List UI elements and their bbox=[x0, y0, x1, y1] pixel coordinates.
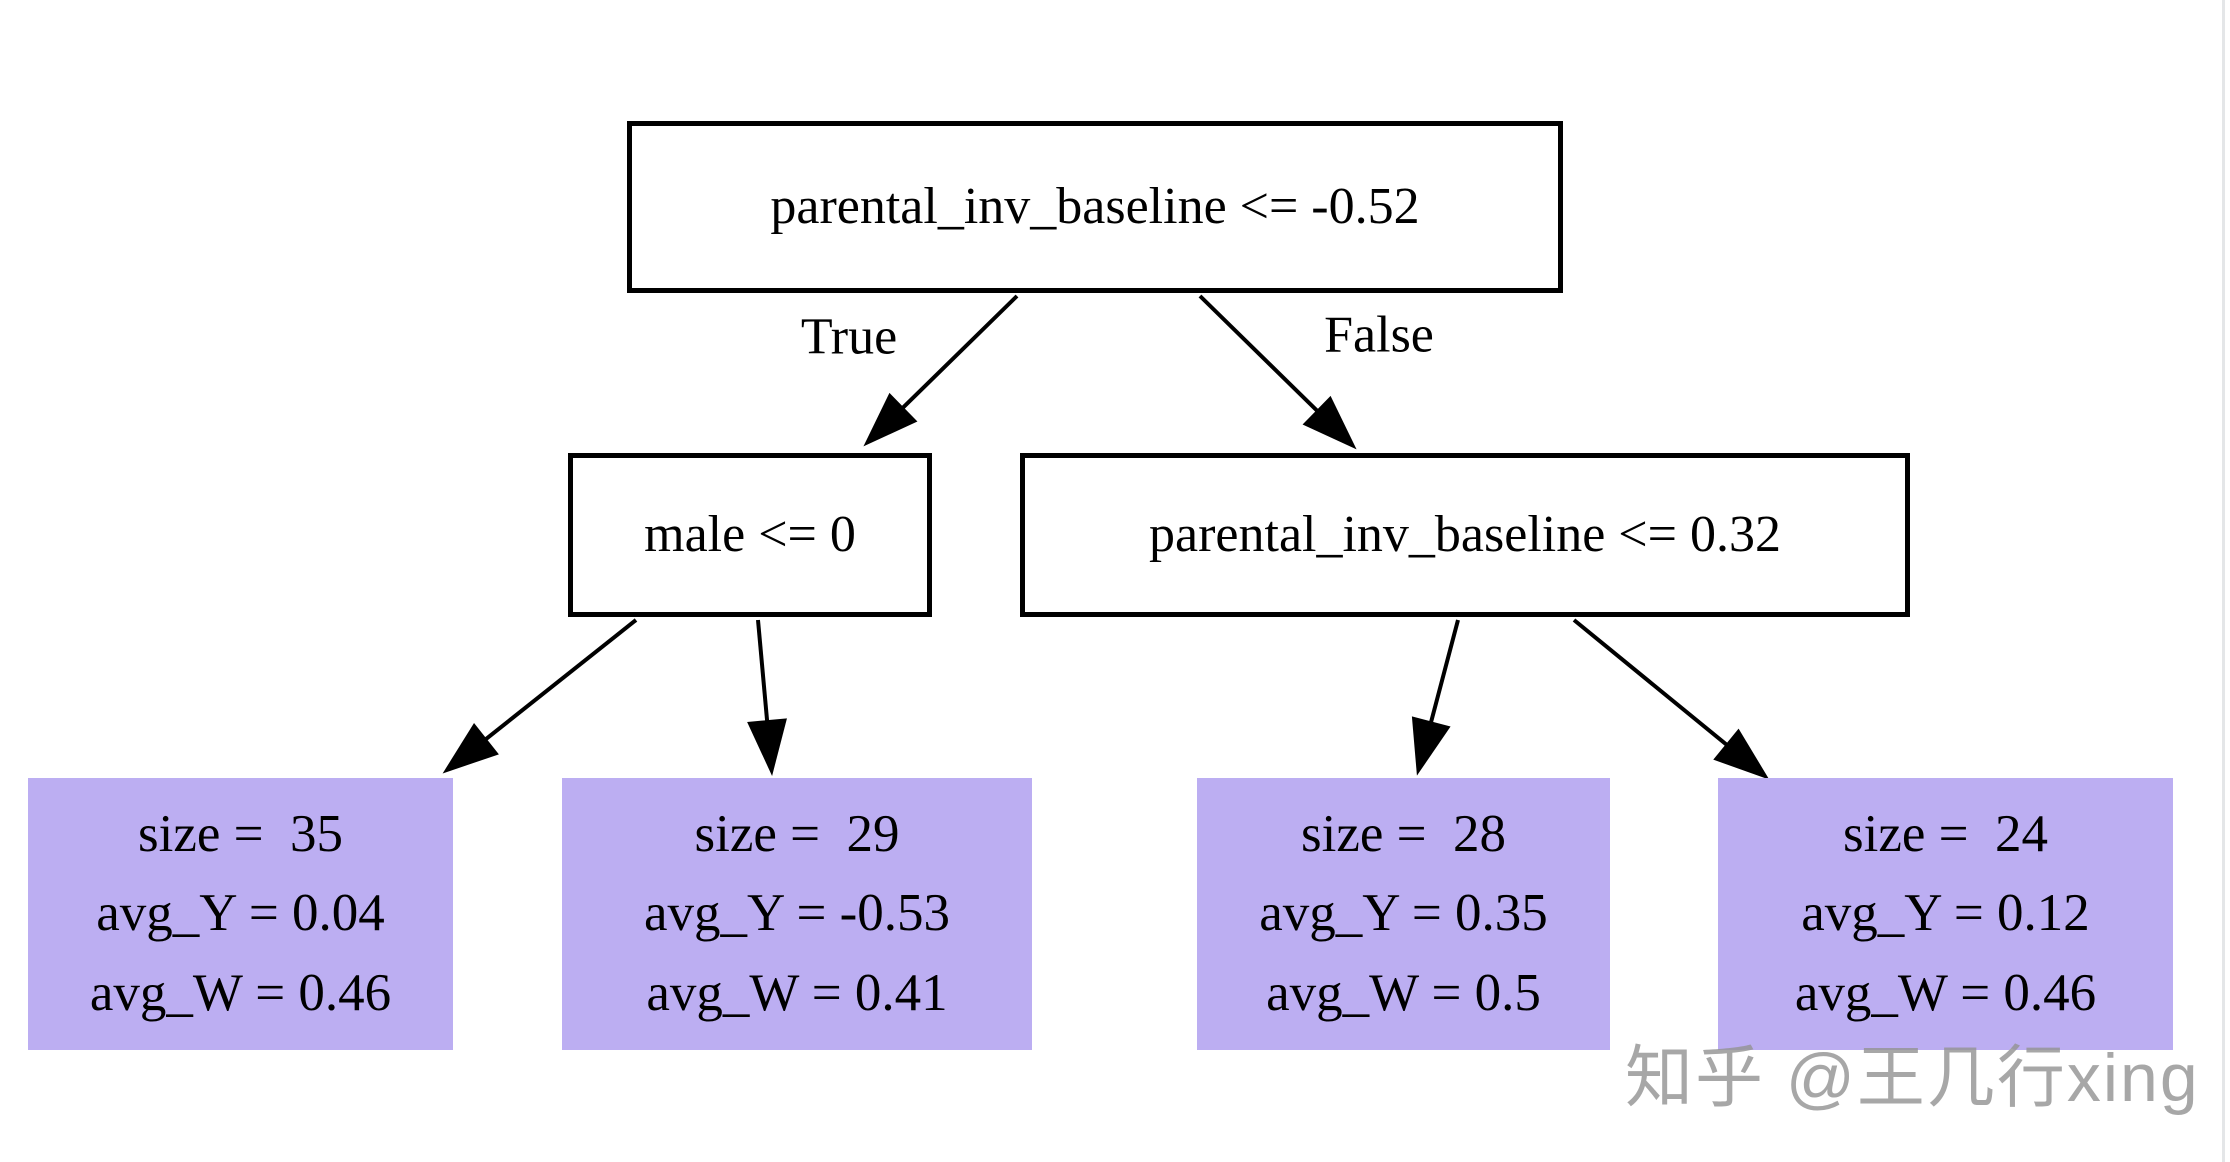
zhihu-watermark: 知乎 @王几行xing bbox=[1625, 1040, 2200, 1116]
leaf-node-1: size = 35 avg_Y = 0.04 avg_W = 0.46 bbox=[28, 778, 453, 1050]
leaf4-avg-y-line: avg_Y = 0.12 bbox=[1801, 884, 2090, 943]
edge-left-to-leaf2 bbox=[747, 619, 787, 776]
edge-right-to-leaf3 bbox=[1411, 619, 1460, 776]
leaf4-avg-w-line: avg_W = 0.46 bbox=[1794, 963, 2097, 1022]
edge-label-true: True bbox=[800, 308, 898, 366]
leaf2-size-line: size = 29 bbox=[694, 804, 900, 863]
root-node: parental_inv_baseline <= -0.52 bbox=[627, 121, 1563, 293]
leaf3-size-line: size = 28 bbox=[1300, 804, 1507, 863]
edge-left-to-leaf1 bbox=[442, 618, 638, 774]
right-edge-divider bbox=[2222, 0, 2225, 1162]
internal-node-right: parental_inv_baseline <= 0.32 bbox=[1020, 453, 1910, 617]
leaf-node-2: size = 29 avg_Y = -0.53 avg_W = 0.41 bbox=[562, 778, 1032, 1050]
root-node-label: parental_inv_baseline <= -0.52 bbox=[770, 178, 1420, 236]
leaf3-avg-w-line: avg_W = 0.5 bbox=[1266, 963, 1541, 1022]
leaf-node-3: size = 28 avg_Y = 0.35 avg_W = 0.5 bbox=[1197, 778, 1610, 1050]
internal-node-left: male <= 0 bbox=[568, 453, 932, 617]
leaf3-avg-y-line: avg_Y = 0.35 bbox=[1259, 884, 1548, 943]
edge-right-to-leaf4 bbox=[1572, 618, 1770, 780]
leaf1-size-line: size = 35 bbox=[137, 804, 344, 863]
internal-node-left-label: male <= 0 bbox=[644, 506, 856, 564]
leaf1-avg-y-line: avg_Y = 0.04 bbox=[96, 884, 385, 943]
leaf2-avg-y-line: avg_Y = -0.53 bbox=[643, 884, 951, 943]
leaf2-avg-w-line: avg_W = 0.41 bbox=[646, 963, 948, 1022]
internal-node-right-label: parental_inv_baseline <= 0.32 bbox=[1149, 506, 1781, 564]
leaf4-size-line: size = 24 bbox=[1842, 804, 2049, 863]
edge-label-false: False bbox=[1324, 306, 1434, 364]
leaf1-avg-w-line: avg_W = 0.46 bbox=[89, 963, 392, 1022]
leaf-node-4: size = 24 avg_Y = 0.12 avg_W = 0.46 bbox=[1718, 778, 2173, 1050]
